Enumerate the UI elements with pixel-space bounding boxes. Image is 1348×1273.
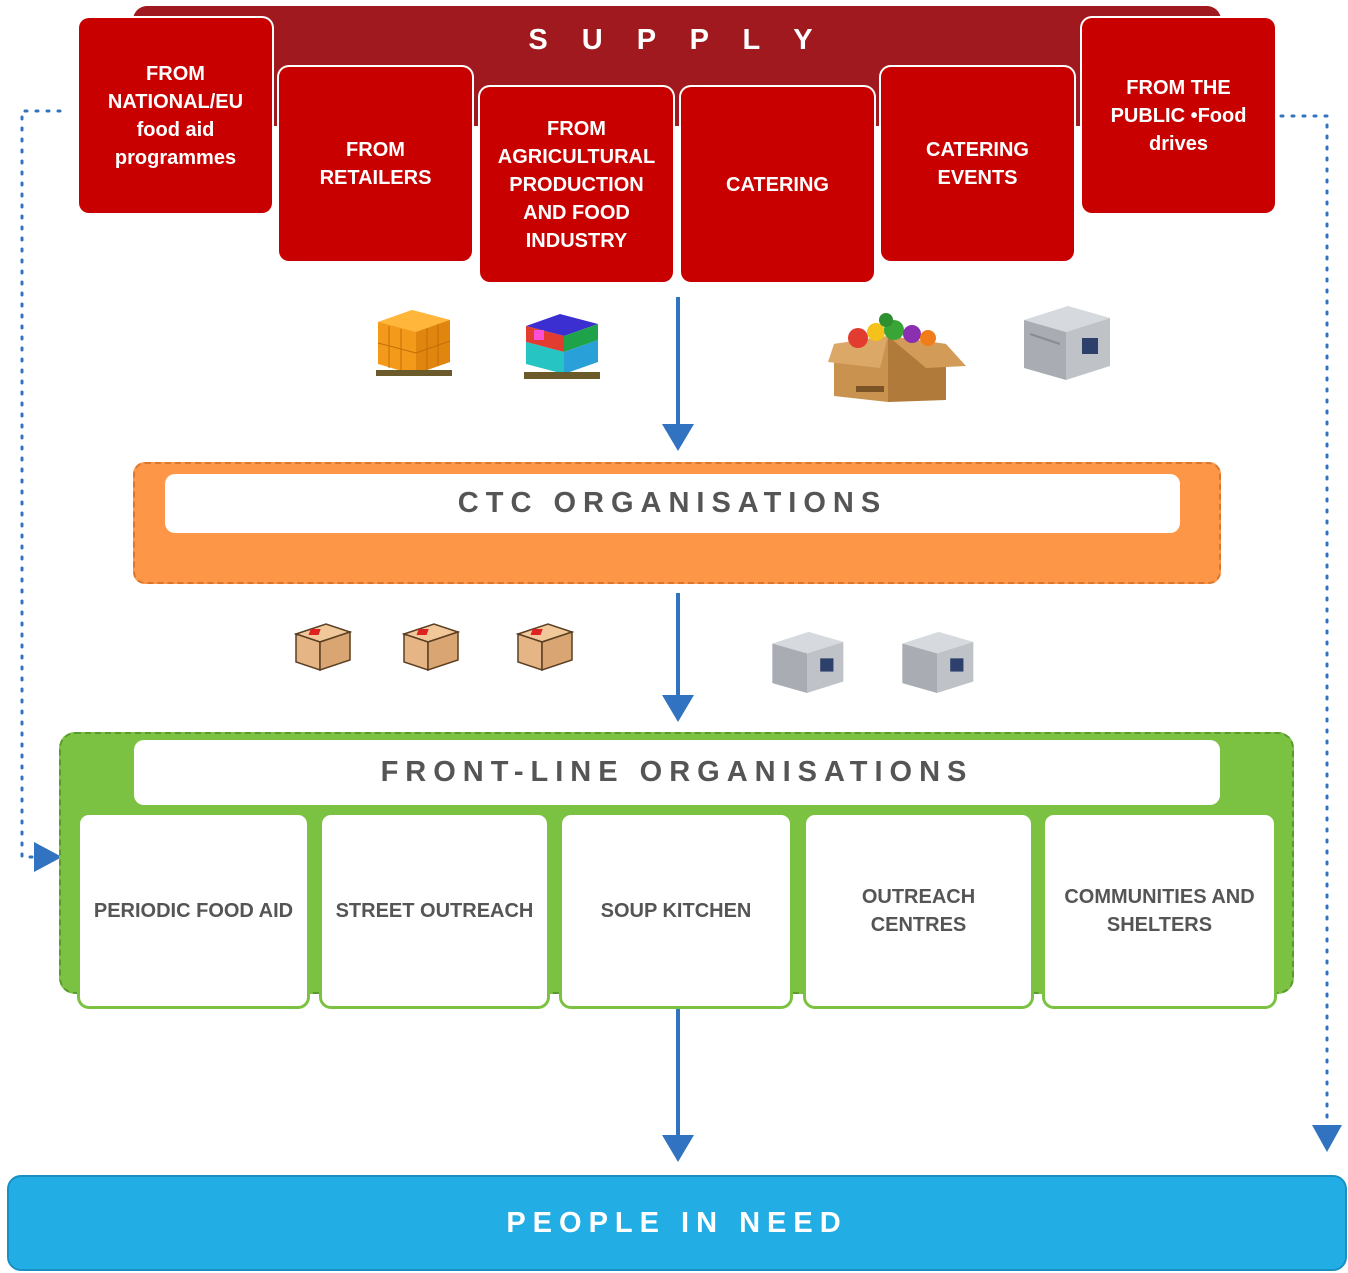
frontline-communities-shelters: COMMUNITIES AND SHELTERS	[1042, 812, 1277, 1009]
frontline-periodic-food-aid: PERIODIC FOOD AID	[77, 812, 310, 1009]
mixed-pallet-icon	[524, 314, 600, 379]
supply-source-retailers: FROM RETAILERS	[279, 67, 472, 261]
insulated-container-icon	[902, 631, 974, 694]
ctc-organisations-label: CTC ORGANISATIONS	[165, 474, 1180, 533]
supply-source-public: FROM THE PUBLIC •Food drives	[1082, 18, 1275, 213]
cardboard-box-icon	[293, 623, 353, 672]
cardboard-box-icon	[515, 623, 575, 672]
left-flow-arrowhead-icon	[34, 842, 62, 872]
frontline-soup-kitchen: SOUP KITCHEN	[559, 812, 793, 1009]
insulated-container-icon	[772, 631, 844, 694]
cardboard-box-icon	[401, 623, 461, 672]
produce-box-icon	[828, 313, 966, 402]
right-dotted-flow-line	[1279, 114, 1329, 1127]
orange-pallet-icon	[376, 310, 452, 376]
insulated-container-icon	[1024, 306, 1110, 380]
left-dotted-flow-line	[20, 109, 62, 859]
frontline-outreach-centres: OUTREACH CENTRES	[803, 812, 1034, 1009]
frontline-street-outreach: STREET OUTREACH	[319, 812, 550, 1009]
supply-source-catering-events: CATERING EVENTS	[881, 67, 1074, 261]
supply-title: S U P P L Y	[528, 24, 826, 56]
frontline-to-people-arrowhead-icon	[662, 1135, 694, 1162]
supply-source-national-eu: FROM NATIONAL/EU food aid programmes	[79, 18, 272, 213]
supply-to-ctc-arrowhead-icon	[662, 424, 694, 451]
supply-source-agricultural: FROM AGRICULTURAL PRODUCTION AND FOOD IN…	[480, 87, 673, 282]
frontline-organisations-label: FRONT-LINE ORGANISATIONS	[134, 740, 1220, 805]
people-in-need-bar: PEOPLE IN NEED	[7, 1175, 1347, 1271]
supply-source-catering: CATERING	[681, 87, 874, 282]
right-flow-arrowhead-icon	[1312, 1125, 1342, 1152]
ctc-to-frontline-arrowhead-icon	[662, 695, 694, 722]
